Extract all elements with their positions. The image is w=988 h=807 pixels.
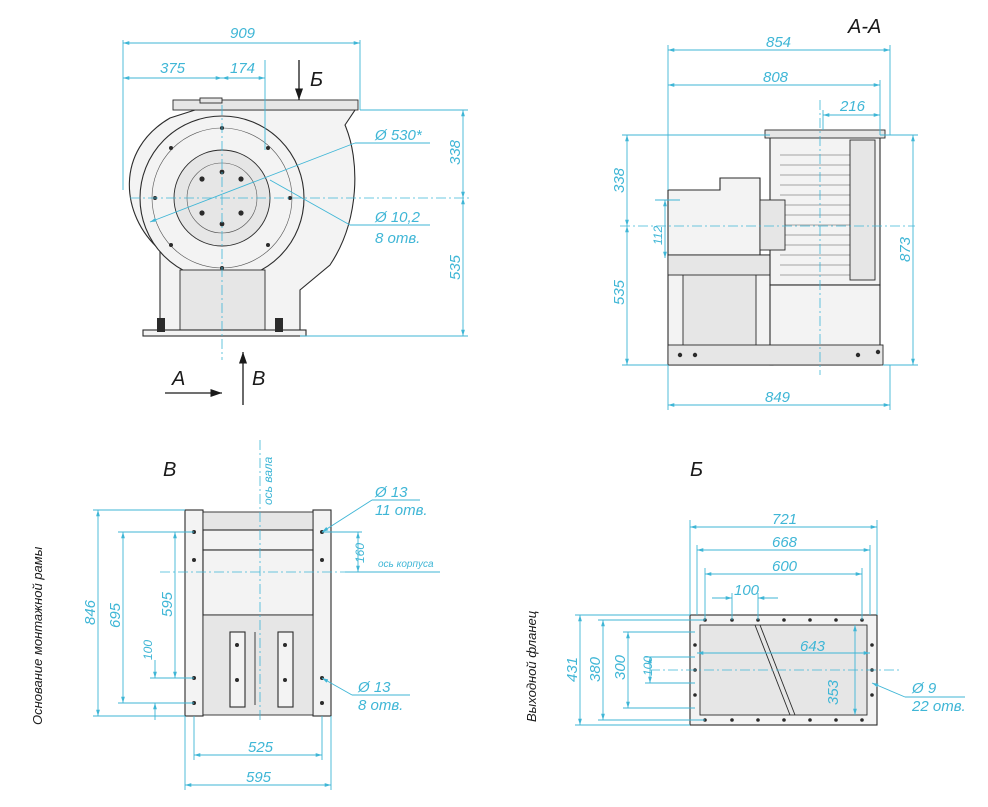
dim-595: 595 (246, 769, 272, 786)
dim-216: 216 (839, 98, 866, 115)
dim-100-v: 100 (141, 640, 155, 660)
view-b: Б Выходной фланец 721 668 (524, 459, 966, 726)
dim-11-holes: 11 отв. (375, 502, 428, 519)
front-view: 909 375 174 338 535 Ø 530* Ø 10,2 8 отв.… (122, 25, 470, 405)
dim-8-holes: 8 отв. (358, 697, 403, 714)
view-v: В Основание монтажной рамы ось вала ось … (30, 440, 440, 790)
view-v-title: В (163, 459, 176, 481)
dim-846: 846 (82, 599, 99, 625)
dim-holes-count: 8 отв. (375, 230, 420, 247)
section-view: A-A 854 808 (611, 16, 918, 410)
dim-909: 909 (230, 25, 256, 42)
arrow-label-a: А (171, 368, 185, 390)
dim-854: 854 (766, 34, 791, 51)
dim-695: 695 (107, 602, 124, 628)
motor-plate (202, 614, 314, 716)
arrow-label-v: В (252, 368, 265, 390)
dim-380: 380 (587, 656, 604, 682)
dim-600: 600 (772, 558, 798, 575)
dim-d13-bottom: Ø 13 (357, 679, 391, 696)
dim-holes-dia: Ø 10,2 (374, 209, 421, 226)
dim-174: 174 (230, 60, 255, 77)
dim-535-sec: 535 (611, 279, 628, 305)
dim-375: 375 (160, 60, 186, 77)
dim-535: 535 (447, 254, 464, 280)
dim-338: 338 (447, 139, 464, 165)
dim-849: 849 (765, 389, 791, 406)
dim-873: 873 (897, 236, 914, 262)
dim-160: 160 (353, 543, 367, 563)
dim-353: 353 (825, 679, 842, 705)
housing-axis-label: ось корпуса (378, 559, 434, 570)
arrow-label-b: Б (310, 69, 323, 91)
dim-595-v: 595 (159, 591, 176, 617)
side-label-outlet-flange: Выходной фланец (524, 611, 539, 722)
motor-block (667, 177, 761, 256)
dim-300: 300 (612, 654, 629, 680)
dim-668: 668 (772, 534, 798, 551)
outlet-flange-top (172, 99, 359, 111)
dim-dia-530: Ø 530* (374, 127, 423, 144)
dim-643: 643 (800, 638, 826, 655)
rail-left (184, 509, 204, 717)
dim-22-holes: 22 отв. (911, 698, 966, 715)
section-title: A-A (847, 16, 881, 38)
rail-right (312, 509, 332, 717)
dim-100-b: 100 (734, 582, 760, 599)
dim-d13-top: Ø 13 (374, 484, 408, 501)
impeller-blades (780, 154, 850, 276)
dim-808: 808 (763, 69, 789, 86)
side-label-frame-base: Основание монтажной рамы (30, 546, 45, 725)
shaft-axis-label: ось вала (261, 456, 275, 505)
base-plate (142, 329, 307, 337)
frame-base (667, 344, 884, 366)
flange-holes (693, 618, 874, 722)
view-b-title: Б (690, 459, 703, 481)
dim-721: 721 (772, 511, 797, 528)
dim-112: 112 (651, 226, 665, 245)
dim-d9: Ø 9 (911, 680, 937, 697)
dim-431: 431 (564, 657, 581, 682)
dim-338-sec: 338 (611, 167, 628, 193)
dim-100-bv: 100 (641, 656, 655, 676)
dim-525: 525 (248, 739, 274, 756)
support-box (179, 269, 266, 336)
